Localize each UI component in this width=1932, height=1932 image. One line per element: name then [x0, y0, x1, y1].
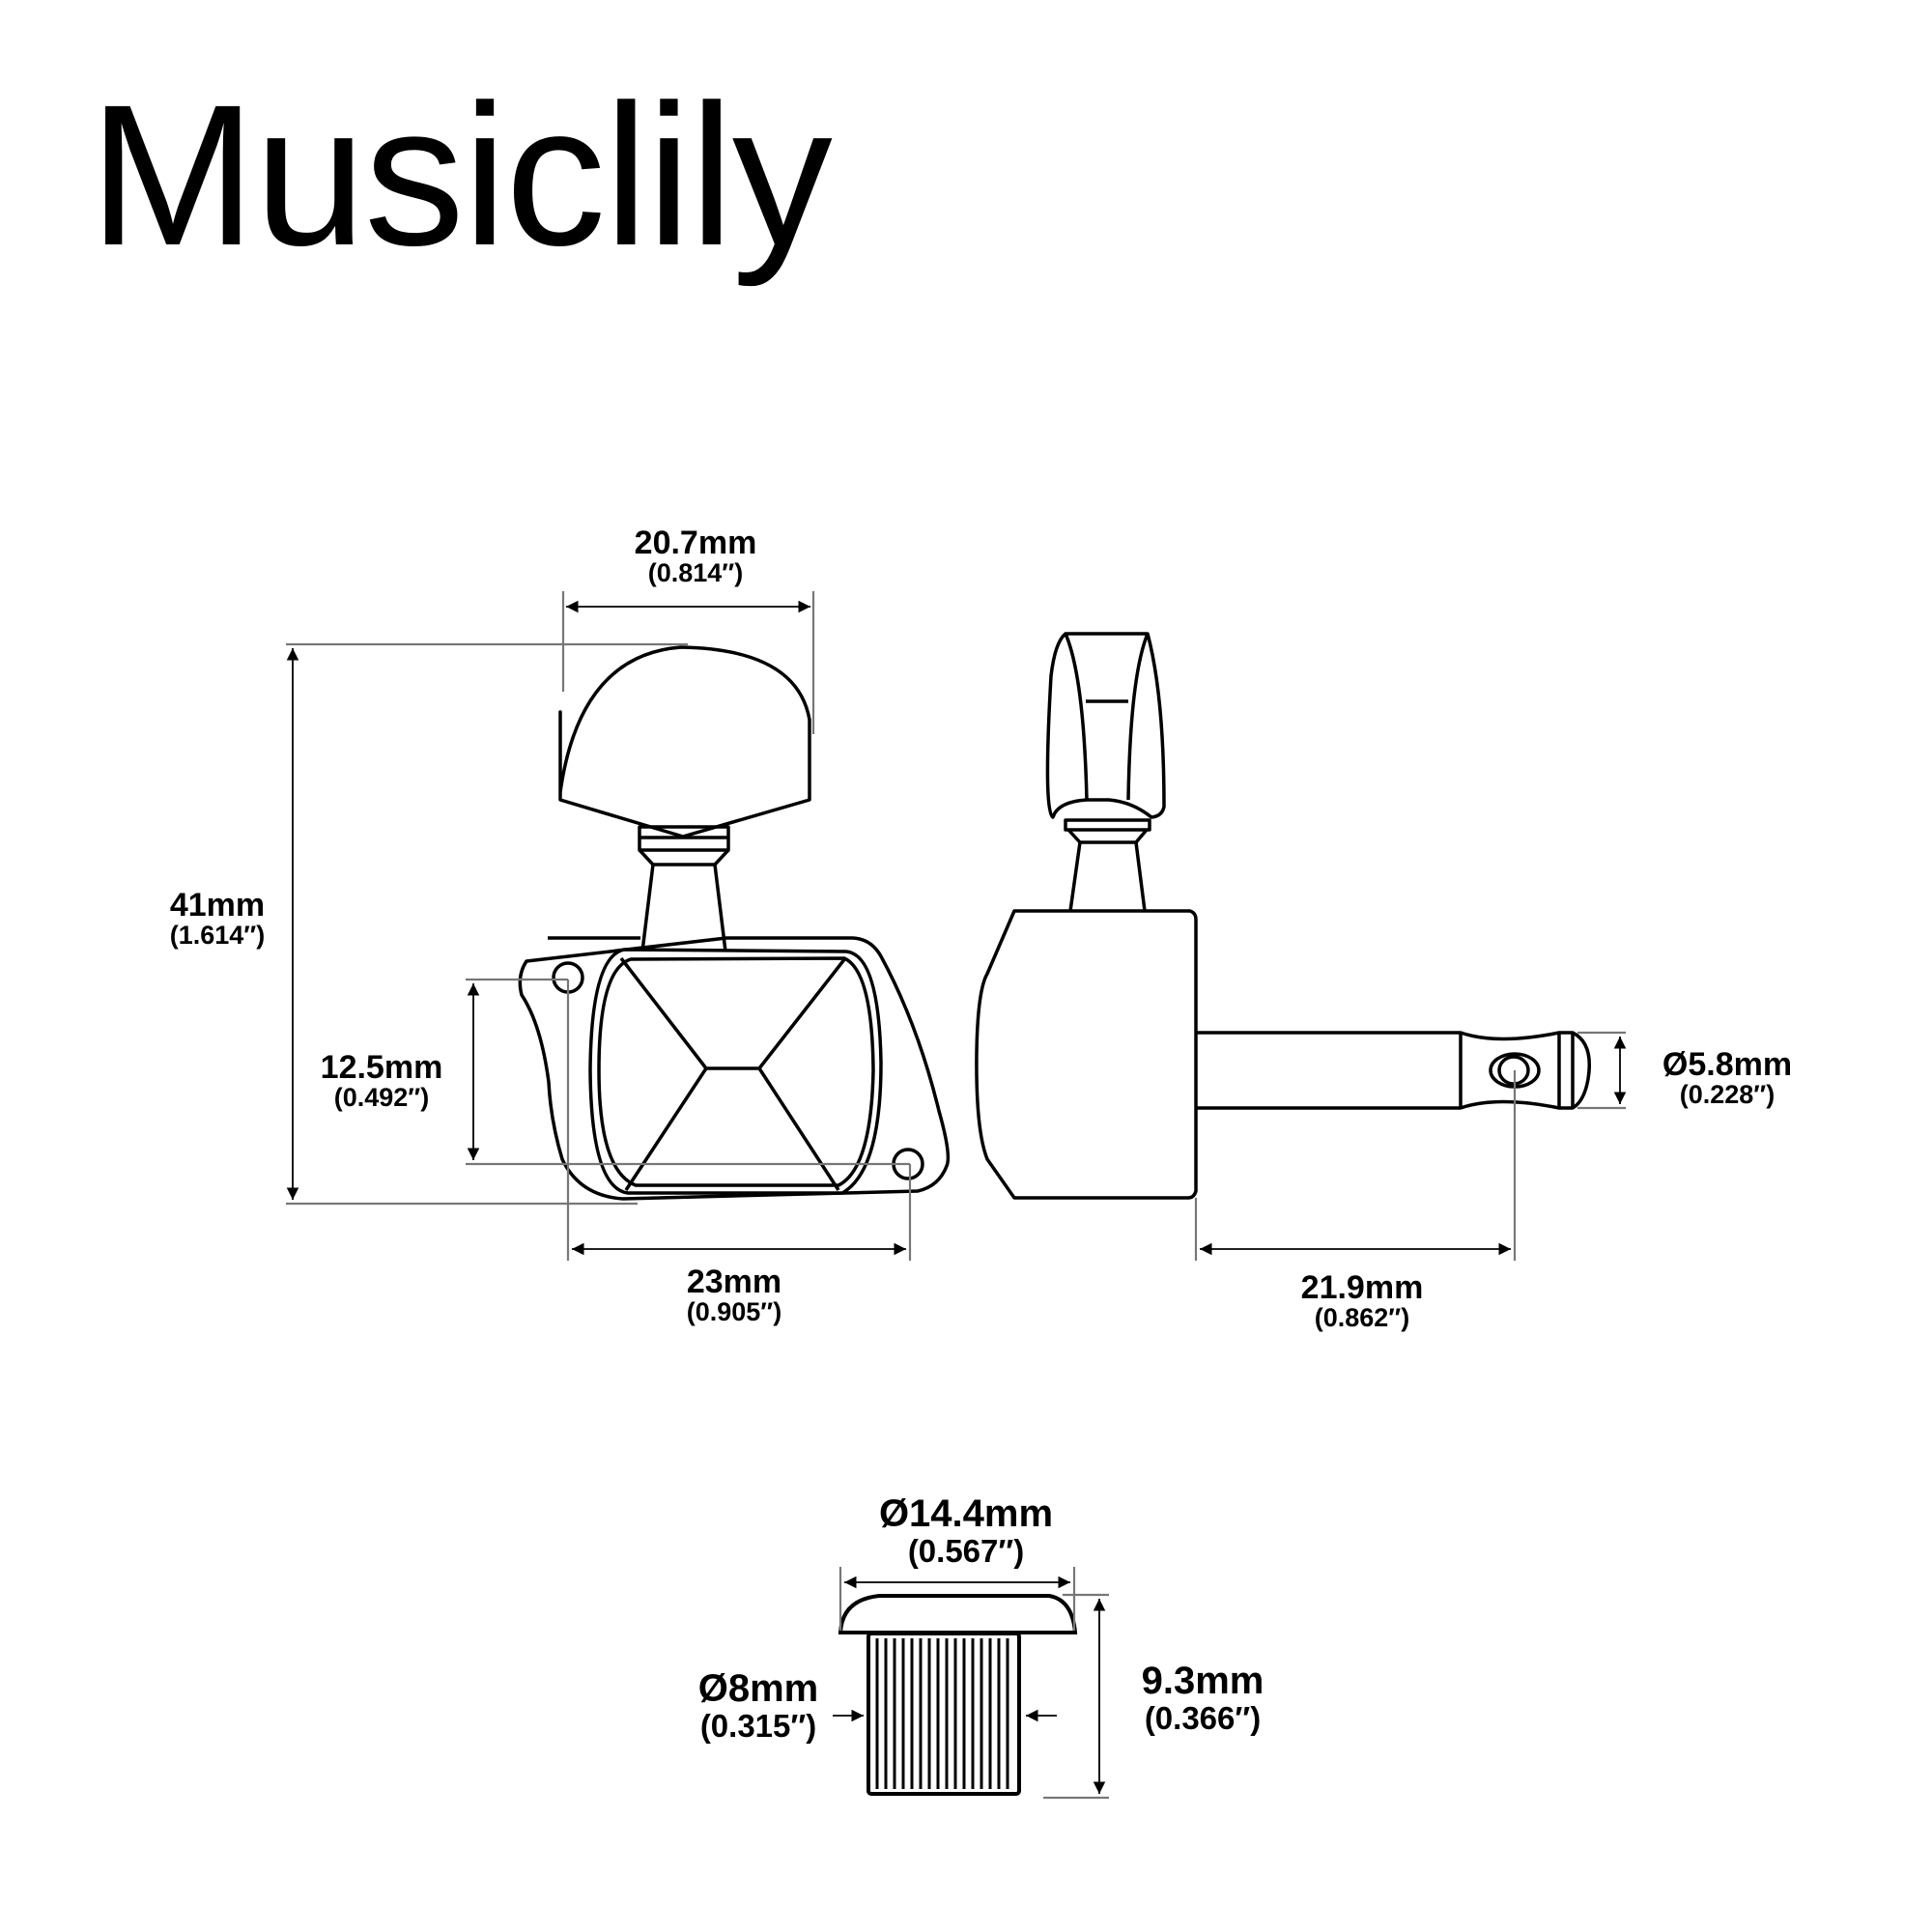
dim-value-inch: (0.366″) [1144, 1700, 1262, 1736]
brand-logo: Musiclily [89, 64, 833, 288]
dim-value-mm: Ø14.4mm [878, 1492, 1054, 1535]
bushing-barrel [867, 1632, 1021, 1796]
dim-post-length: 21.9mm (0.862″) [1285, 1271, 1439, 1331]
mounting-plate [518, 936, 951, 1201]
knob [558, 645, 811, 838]
front-view-tuner [518, 645, 951, 1201]
string-post [1196, 1031, 1591, 1110]
dim-value-mm: Ø8mm [697, 1667, 819, 1710]
dim-value-inch: (0.567″) [907, 1533, 1025, 1569]
dim-flange-diameter: Ø14.4mm (0.567″) [850, 1494, 1082, 1567]
dim-value-mm: 41mm [169, 887, 266, 923]
dim-barrel-diameter: Ø8mm (0.315″) [676, 1669, 840, 1742]
dim-value-mm: 21.9mm [1300, 1269, 1424, 1306]
gear-housing [588, 948, 883, 1195]
dim-value-mm: 20.7mm [634, 525, 757, 561]
dim-value-mm: 23mm [686, 1264, 782, 1300]
side-view-tuner [975, 632, 1591, 1200]
dim-value-mm: 9.3mm [1141, 1660, 1264, 1702]
dim-value-mm: 12.5mm [320, 1049, 443, 1086]
bushing-flange [838, 1594, 1078, 1634]
housing-side [975, 909, 1198, 1200]
dim-value-inch: (0.492″) [333, 1083, 430, 1112]
dim-total-height: 41mm (1.614″) [145, 889, 290, 949]
dim-value-inch: (0.228″) [1679, 1080, 1776, 1109]
bushing [838, 1594, 1078, 1796]
dim-value-inch: (0.862″) [1314, 1303, 1410, 1332]
dim-value-inch: (0.905″) [686, 1297, 782, 1326]
dim-value-inch: (0.315″) [699, 1708, 817, 1744]
dim-bushing-height: 9.3mm (0.366″) [1121, 1662, 1285, 1734]
dim-knob-width: 20.7mm (0.814″) [618, 526, 773, 586]
knob-side [1045, 632, 1166, 819]
dim-hole-horizontal-spacing: 23mm (0.905″) [667, 1265, 802, 1325]
dim-value-inch: (0.814″) [647, 558, 744, 587]
dim-hole-vertical-spacing: 12.5mm (0.492″) [309, 1051, 454, 1111]
dim-value-mm: Ø5.8mm [1662, 1046, 1793, 1083]
dim-post-diameter: Ø5.8mm (0.228″) [1640, 1048, 1814, 1108]
dim-value-inch: (1.614″) [169, 921, 266, 950]
